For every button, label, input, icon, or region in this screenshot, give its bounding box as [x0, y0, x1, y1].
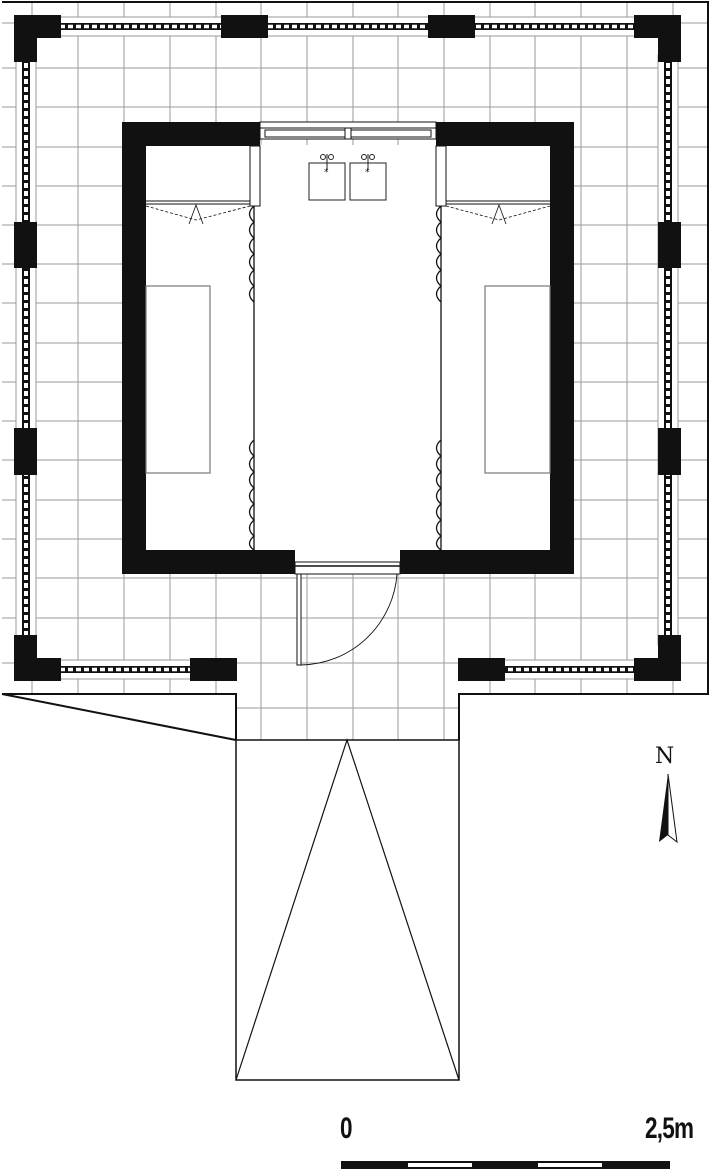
building-walls	[122, 122, 574, 574]
svg-text:*: *	[365, 168, 370, 178]
north-label: N	[655, 744, 675, 769]
svg-text:*: *	[324, 168, 329, 178]
wardrobe-right	[445, 200, 551, 225]
double-sink: * *	[308, 154, 387, 201]
wardrobe-left	[145, 200, 251, 225]
entrance-door	[294, 561, 401, 666]
curtain-right	[435, 205, 442, 551]
perimeter-railing	[15, 16, 679, 680]
curtain-left	[248, 205, 255, 551]
north-arrow-icon	[659, 773, 678, 844]
perimeter-posts	[14, 15, 681, 681]
terrace-outline	[1, 1, 709, 742]
top-window	[259, 121, 437, 140]
scale-bar	[341, 1161, 670, 1169]
scale-start-label: 0	[340, 1112, 353, 1145]
bed-right	[484, 285, 551, 474]
entry-walkway	[235, 738, 460, 1081]
scale-end-label: 2,5m	[645, 1112, 694, 1145]
bed-left	[145, 285, 211, 474]
